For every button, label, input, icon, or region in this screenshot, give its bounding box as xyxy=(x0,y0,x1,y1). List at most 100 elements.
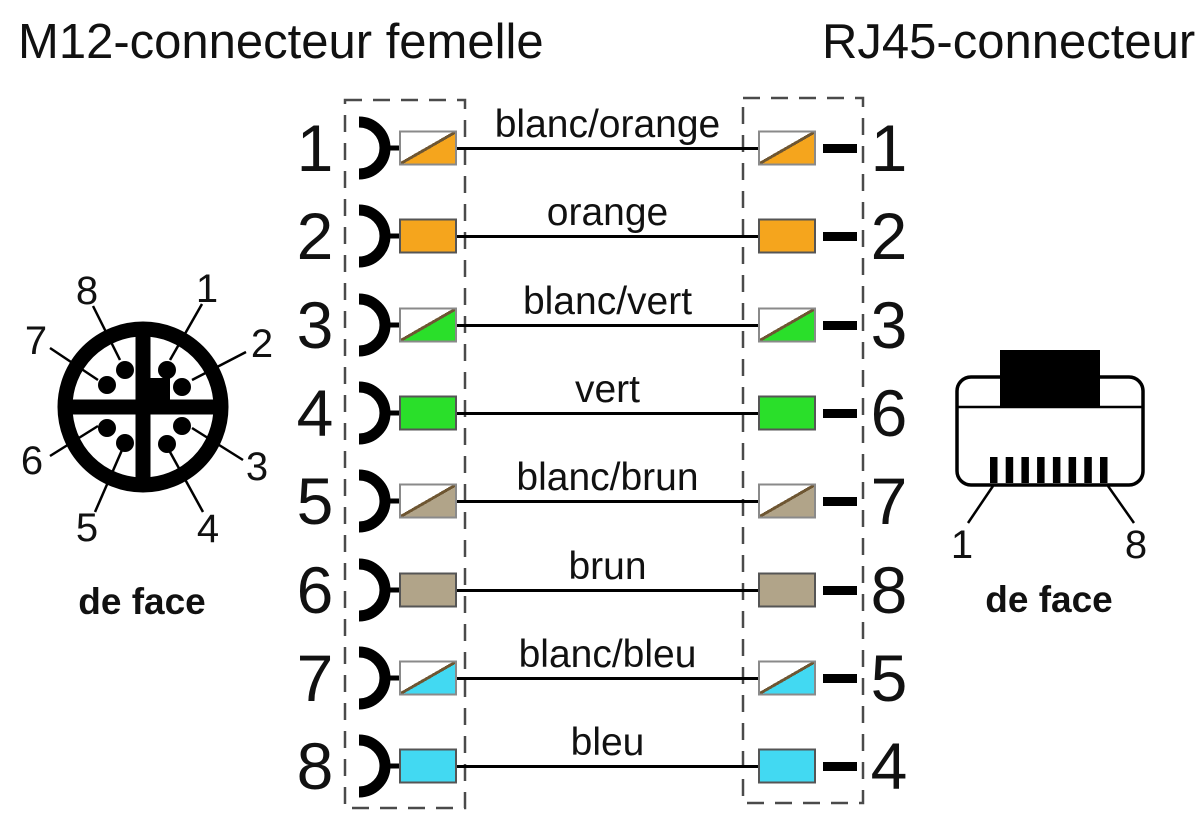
m12-leader-8 xyxy=(91,305,122,361)
rj45-pin-number: 1 xyxy=(870,111,908,185)
m12-caption: de face xyxy=(78,581,206,622)
rj45-pin-label-8: 8 xyxy=(1125,523,1147,567)
wire-color-box-left xyxy=(399,395,457,431)
m12-pin-number: 7 xyxy=(296,640,334,715)
m12-pin-number: 8 xyxy=(296,729,334,804)
wire-color-box-right xyxy=(758,218,816,254)
wire-row: 2 orange 2 xyxy=(0,192,1198,280)
m12-pin-label-7: 7 xyxy=(25,319,47,363)
socket-contact-icon xyxy=(358,646,399,710)
m12-pin-dot-4 xyxy=(158,435,176,453)
socket-contact-icon xyxy=(358,381,399,445)
m12-leader-4 xyxy=(168,451,205,513)
m12-pin-dot-1 xyxy=(158,361,176,379)
wire-color-label: brun xyxy=(568,544,647,588)
rj45-contact-bar xyxy=(823,232,857,242)
m12-pin-number: 1 xyxy=(296,111,334,185)
rj45-contact-bar xyxy=(823,673,857,683)
rj45-leader-8 xyxy=(1106,485,1136,524)
m12-leader-2 xyxy=(191,350,247,382)
rj45-contact-bar xyxy=(823,497,857,507)
wire-color-box-right xyxy=(758,130,816,166)
m12-pin-label-6: 6 xyxy=(21,439,43,483)
socket-contact-icon xyxy=(358,734,399,798)
wire-color-label: vert xyxy=(574,367,640,411)
wire-line xyxy=(457,235,758,239)
m12-leader-6 xyxy=(49,424,99,458)
wire-color-box-left xyxy=(399,572,457,607)
wire-color-box-right xyxy=(758,395,816,431)
wire-row: 1 blanc/orange 1 xyxy=(0,104,1198,192)
socket-contact-icon xyxy=(358,293,399,357)
wire-color-label: bleu xyxy=(570,721,645,765)
m12-leader-7 xyxy=(49,346,99,382)
rj45-connector-face: 1 8 de face xyxy=(951,350,1147,620)
m12-pin-number: 2 xyxy=(296,199,334,274)
rj45-contact-bar xyxy=(823,408,857,418)
m12-pin-dot-2 xyxy=(173,378,191,396)
rj45-contact-bar xyxy=(823,144,857,153)
m12-pin-dot-3 xyxy=(173,417,191,435)
m12-pin-number: 5 xyxy=(296,464,334,539)
rj45-pin-number: 5 xyxy=(870,640,908,715)
wire-line xyxy=(457,411,758,415)
rj45-pin-number: 7 xyxy=(870,464,908,539)
m12-pin-label-1: 1 xyxy=(196,267,218,311)
rj45-contact-bar xyxy=(823,762,857,772)
m12-face-drawing xyxy=(49,303,247,513)
socket-contact-icon xyxy=(358,469,399,533)
socket-contact-icon xyxy=(358,558,399,621)
wire-color-box-left xyxy=(399,130,457,166)
wire-line xyxy=(457,323,758,327)
m12-pin-label-2: 2 xyxy=(251,322,273,366)
wire-line xyxy=(457,765,758,769)
socket-contact-icon xyxy=(358,116,399,180)
wire-line xyxy=(457,588,758,592)
wire-color-box-left xyxy=(399,218,457,254)
m12-keying-notch xyxy=(150,378,170,400)
rj45-face-drawing xyxy=(955,350,1145,524)
rj45-pin-number: 6 xyxy=(870,375,908,450)
wire-color-box-right xyxy=(758,748,816,784)
wire-color-box-left xyxy=(399,483,457,519)
wire-row: 4 vert 6 xyxy=(0,369,1198,457)
wire-color-box-right xyxy=(758,572,816,607)
wire-color-label: blanc/vert xyxy=(522,279,693,323)
m12-pin-number: 3 xyxy=(296,287,334,362)
m12-pin-dot-6 xyxy=(98,419,116,437)
rj45-pin-number: 8 xyxy=(870,552,908,627)
wire-color-label: blanc/bleu xyxy=(518,632,697,676)
wire-line xyxy=(457,500,758,504)
m12-pin-number: 6 xyxy=(296,552,334,627)
wire-color-box-left xyxy=(399,660,457,696)
rj45-title: RJ45-connecteur xyxy=(822,15,1196,69)
wire-color-box-left xyxy=(399,307,457,343)
rj45-contact-bar xyxy=(823,585,857,595)
rj45-latch-tab xyxy=(1000,350,1100,407)
m12-connector-face: 1 2 3 4 5 6 7 8 de face xyxy=(21,267,273,622)
wire-color-box-right xyxy=(758,660,816,696)
wire-line xyxy=(457,147,758,150)
rj45-pin-number: 4 xyxy=(870,729,908,804)
m12-leader-1 xyxy=(168,303,204,361)
m12-leader-5 xyxy=(93,449,124,513)
rj45-pin-number: 2 xyxy=(870,199,908,274)
wire-color-box-right xyxy=(758,307,816,343)
wire-row: 8 bleu 4 xyxy=(0,722,1198,810)
wire-color-label: orange xyxy=(546,191,669,235)
wire-row: 6 brun 8 xyxy=(0,546,1198,634)
socket-contact-icon xyxy=(358,204,399,268)
m12-pin-label-4: 4 xyxy=(197,507,219,551)
wire-color-box-left xyxy=(399,748,457,784)
m12-pin-label-5: 5 xyxy=(76,506,98,550)
m12-pin-dot-7 xyxy=(98,376,116,394)
m12-pin-dot-5 xyxy=(116,434,134,452)
wire-line xyxy=(457,676,758,680)
rj45-leader-1 xyxy=(966,485,995,524)
m12-pin-label-3: 3 xyxy=(246,445,268,489)
wire-color-box-right xyxy=(758,483,816,519)
m12-pin-number: 4 xyxy=(296,375,334,450)
m12-leader-3 xyxy=(191,426,244,462)
m12-pin-dot-8 xyxy=(116,361,134,379)
wire-row: 3 blanc/vert 3 xyxy=(0,281,1198,369)
